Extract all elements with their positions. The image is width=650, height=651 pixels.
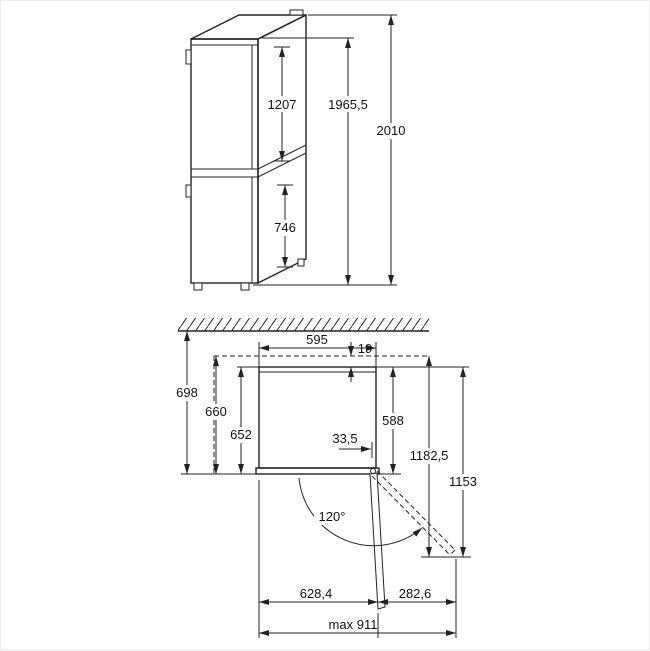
label-bg [172, 385, 202, 401]
dim-label-max-width: max 911 [329, 617, 378, 632]
dim-label-clearance-body: 1153 [449, 474, 477, 489]
label-bg [226, 427, 256, 443]
door-open-120-tip [449, 549, 456, 556]
door-open-120-inner [371, 475, 451, 556]
dim-label-lower-door-height: 746 [274, 220, 296, 235]
label-bg [314, 509, 351, 525]
top-view-dimensions [181, 331, 471, 638]
fridge-door-closed [255, 467, 380, 475]
fridge-foot-left [193, 282, 203, 291]
label-bg [268, 220, 303, 236]
dim-label-width: 595 [306, 332, 328, 347]
dim-label-depth-mid: 660 [205, 404, 227, 419]
dim-label-cabinet-height: 1965,5 [328, 97, 368, 112]
fridge-front-view-outline [185, 9, 307, 291]
dim-label-clearance-total: 1182,5 [410, 448, 449, 463]
door-hinge-pin [370, 468, 376, 474]
door-split-line-side-2 [257, 152, 307, 178]
door-swing-arc [298, 477, 423, 547]
top-view-labels: 595 19 698 660 652 588 33,5 1182,5 1153 … [172, 332, 479, 632]
front-view: 1207 746 1965,5 2010 [185, 9, 408, 291]
dim-label-hinge-offset: 33,5 [332, 431, 357, 446]
label-bg [378, 413, 408, 429]
door-open-120-outer [376, 470, 456, 551]
dim-label-total-height: 2010 [377, 123, 406, 138]
label-bg [201, 404, 231, 420]
dim-label-body-depth: 588 [382, 413, 404, 428]
dim-label-depth-overall: 698 [176, 385, 198, 400]
front-view-dimensions [253, 14, 397, 286]
top-view: 595 19 698 660 652 588 33,5 1182,5 1153 … [172, 318, 479, 638]
label-bg [264, 96, 301, 112]
upper-door-handle [185, 49, 192, 65]
dim-label-upper-door-height: 1207 [268, 97, 297, 112]
wall [178, 318, 429, 332]
wall-hatching [178, 318, 429, 331]
label-bg [407, 448, 451, 464]
front-view-labels: 1207 746 1965,5 2010 [264, 96, 408, 236]
label-bg [374, 123, 408, 139]
lower-door-handle [185, 184, 192, 198]
top-hinge-cover [289, 9, 304, 16]
fridge-plan-outline [255, 366, 456, 610]
label-bg [327, 96, 369, 112]
door-angle-label: 120° [319, 509, 346, 524]
fridge-front-face [190, 38, 259, 284]
dim-label-rear-clearance: 19 [358, 341, 372, 356]
fridge-foot-right [240, 282, 250, 291]
fridge-top-face [190, 14, 307, 40]
dim-label-depth-inner: 652 [230, 427, 252, 442]
fridge-foot-rear [297, 258, 305, 267]
door-open-solid [369, 472, 386, 610]
dim-label-bottom-left: 628,4 [300, 586, 333, 601]
label-bg [447, 474, 479, 490]
dim-label-bottom-right: 282,6 [399, 586, 432, 601]
fridge-body-plan [258, 366, 377, 469]
